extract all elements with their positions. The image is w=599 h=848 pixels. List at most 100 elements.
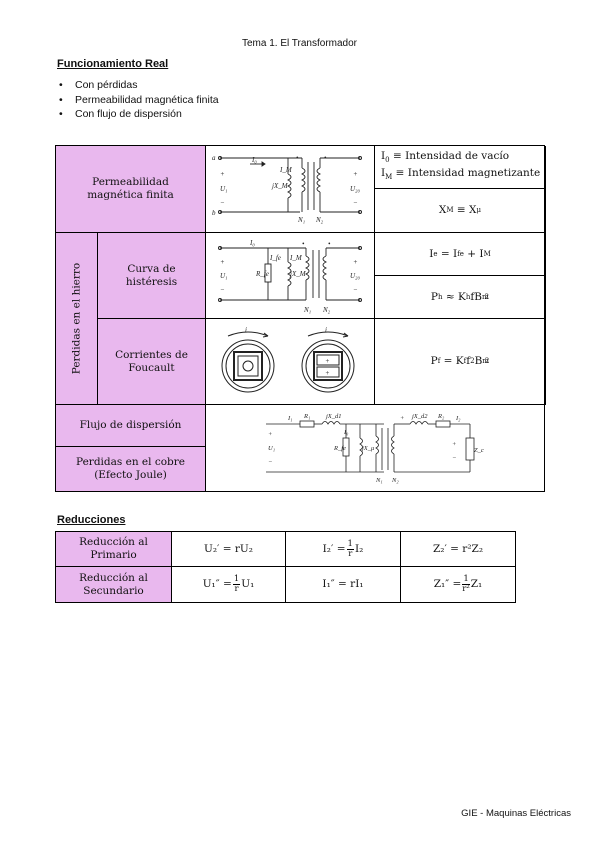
svg-text:R_fe: R_fe xyxy=(333,445,346,452)
dispersion-label-cell: Flujo de dispersión xyxy=(56,405,206,447)
svg-text:i: i xyxy=(325,326,327,334)
primario-label-cell: Reducción al Primario xyxy=(56,532,172,567)
svg-text:U₁: U₁ xyxy=(220,272,228,280)
svg-text:+: + xyxy=(353,258,358,266)
formula-text: P xyxy=(430,290,438,303)
formula-text: = I xyxy=(440,247,458,260)
formula-text: f xyxy=(466,355,471,367)
perm-formula-sub: 0 xyxy=(385,156,390,164)
formula-text: U₁″ = xyxy=(202,578,232,590)
svg-text:+: + xyxy=(353,170,358,178)
svg-text:i: i xyxy=(245,326,247,334)
svg-text:N₂: N₂ xyxy=(315,216,324,224)
page-footer: GIE - Maquinas Eléctricas xyxy=(461,808,571,819)
formula-sub: h xyxy=(438,292,443,301)
svg-text:jX_M: jX_M xyxy=(271,182,289,190)
secundario-label: Reducción al Secundario xyxy=(79,571,148,597)
perm-formula-text: I xyxy=(381,149,386,162)
svg-text:−: − xyxy=(268,459,272,466)
svg-text:N₂: N₂ xyxy=(322,306,331,314)
svg-text:•: • xyxy=(328,240,331,248)
perm-formula-text: ≡ Intensidad de vacío xyxy=(392,149,510,162)
svg-text:jX_M: jX_M xyxy=(289,270,307,278)
foucault-diagram: i i + + xyxy=(206,319,375,405)
bullet-list: Con pérdidas Permeabilidad magnética fin… xyxy=(57,78,219,122)
primario-z: Z₂′ = r²Z₂ xyxy=(432,542,484,555)
svg-text:U₁: U₁ xyxy=(220,185,228,193)
bullet-item: Con pérdidas xyxy=(57,78,219,93)
formula-text: ≈ K xyxy=(445,290,466,303)
formula-text: fB xyxy=(470,290,482,303)
svg-text:I₀: I₀ xyxy=(249,239,255,247)
svg-text:a: a xyxy=(212,154,216,162)
formula-sub: m xyxy=(481,292,489,301)
svg-text:+: + xyxy=(325,357,330,365)
primario-u-cell: U₂′ = rU₂ xyxy=(172,532,286,567)
svg-text:+: + xyxy=(220,258,225,266)
primario-z-cell: Z₂′ = r²Z₂ xyxy=(401,532,515,567)
svg-text:N₂: N₂ xyxy=(391,477,399,484)
svg-text:+: + xyxy=(400,415,404,422)
svg-text:+: + xyxy=(452,441,456,448)
hierro-label: Perdidas en el hierro xyxy=(70,262,83,375)
formula-sup: 2 xyxy=(484,292,490,301)
histeresis-label-cell: Curva de histéresis xyxy=(98,233,206,319)
svg-text:U₁: U₁ xyxy=(268,445,275,452)
svg-text:N₁: N₁ xyxy=(375,477,383,484)
foucault-label-cell: Corrientes de Foucault xyxy=(98,319,206,405)
svg-text:I₀: I₀ xyxy=(343,429,348,436)
svg-text:R₁: R₁ xyxy=(303,413,310,420)
svg-text:+: + xyxy=(325,369,330,377)
formula-text: = K xyxy=(443,355,464,367)
svg-text:I₀: I₀ xyxy=(251,156,257,164)
formula-text: Z₁″ = xyxy=(433,578,462,590)
formula-sub: e xyxy=(433,249,438,258)
svg-text:−: − xyxy=(220,199,225,207)
hierro-label-cell: Perdidas en el hierro xyxy=(56,233,98,405)
foucault-label: Corrientes de Foucault xyxy=(115,348,188,374)
perm-formula-text: ≡ Intensidad magnetizante xyxy=(395,167,541,179)
svg-text:+: + xyxy=(220,170,225,178)
svg-text:−: − xyxy=(353,286,358,294)
bullet-item: Permeabilidad magnética finita xyxy=(57,93,219,108)
svg-text:−: − xyxy=(452,455,456,462)
fraction-num: 1 xyxy=(232,574,241,585)
formula-sub: μ xyxy=(476,206,482,214)
svg-text:+: + xyxy=(268,431,272,438)
formula-sub: f xyxy=(463,357,467,365)
svg-text:I_M: I_M xyxy=(289,254,303,262)
formula-text: U₁ xyxy=(241,578,255,590)
svg-text:I_M: I_M xyxy=(279,166,293,174)
svg-text:b: b xyxy=(212,209,216,217)
formula-text: B xyxy=(474,355,483,367)
formula-sub: m xyxy=(482,357,489,365)
formula-text: P xyxy=(430,355,438,367)
svg-text:jX_d1: jX_d1 xyxy=(325,413,342,420)
formula-sub: M xyxy=(483,249,491,258)
cobre-label: Perdidas en el cobre (Efecto Joule) xyxy=(76,456,185,481)
eddy-current-icon: i i + + xyxy=(221,326,355,392)
svg-text:I_fe: I_fe xyxy=(269,254,281,262)
histeresis-label: Curva de histéresis xyxy=(125,262,178,288)
svg-text:−: − xyxy=(220,286,225,294)
formula-sub: f xyxy=(437,357,441,365)
bullet-item: Con flujo de dispersión xyxy=(57,107,219,122)
section-heading-real: Funcionamiento Real xyxy=(57,58,169,70)
svg-text:R_fe: R_fe xyxy=(255,270,269,278)
fraction-den: r² xyxy=(462,584,470,594)
formula-text: + I xyxy=(467,247,484,260)
real-operation-table: Permeabilidad magnética finita xyxy=(55,145,546,492)
